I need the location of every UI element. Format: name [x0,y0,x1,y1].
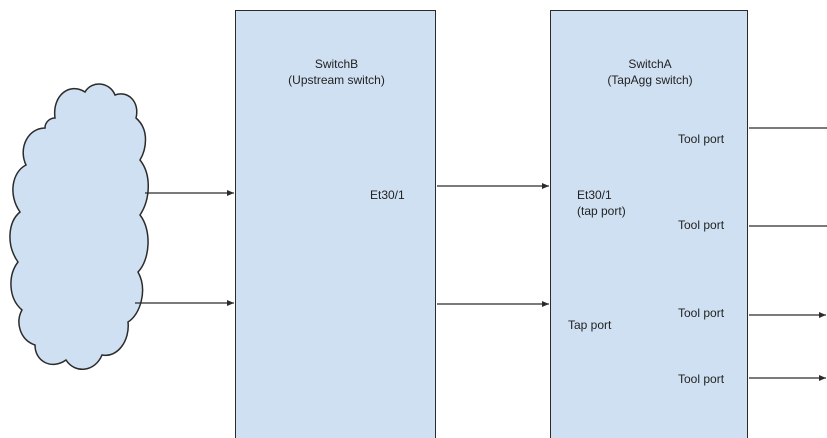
switch-a-ingress-port-type: (tap port) [577,204,626,218]
cloud-icon [9,83,149,370]
switch-a-box: SwitchA (TapAgg switch) Et30/1 (tap port… [550,10,748,438]
switch-b-box: SwitchB (Upstream switch) Et30/1 [235,10,436,438]
switch-a-tap-port: Tap port [568,318,612,332]
tool-port-label-3: Tool port [678,306,725,320]
switch-a-ingress-port: Et30/1 [577,188,612,202]
switch-b-role: (Upstream switch) [288,73,385,87]
tool-port-label-2: Tool port [678,218,725,232]
tool-port-label-1: Tool port [678,132,725,146]
switch-a-name: SwitchA [628,57,672,71]
switch-b-name: SwitchB [314,57,359,71]
switch-a-role: (TapAgg switch) [607,73,693,87]
tool-port-label-4: Tool port [678,372,725,386]
switch-b-port-label: Et30/1 [370,188,405,202]
